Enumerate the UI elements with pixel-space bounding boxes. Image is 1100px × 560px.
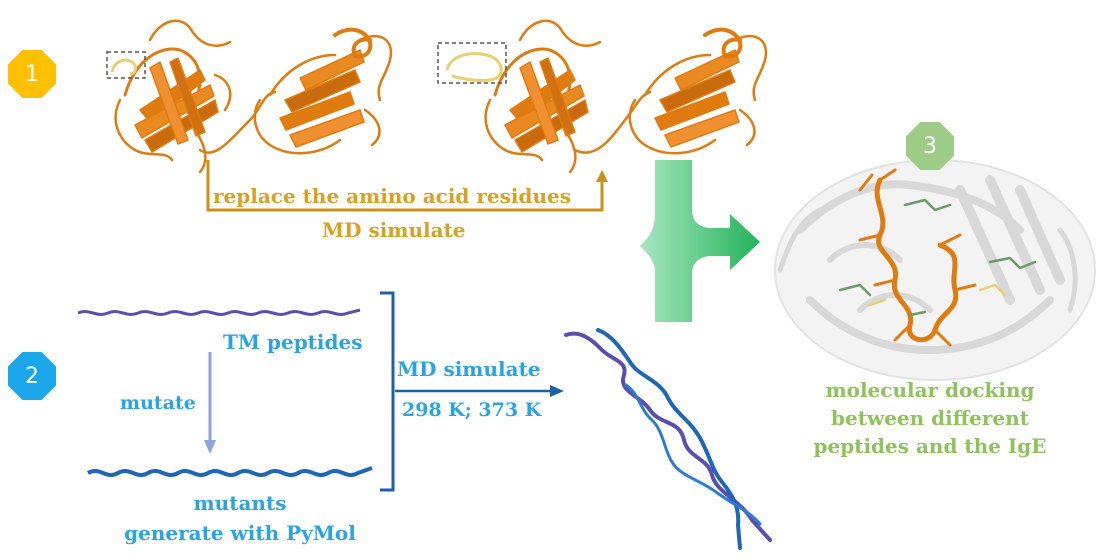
ige-structure (774, 159, 1096, 381)
step-3-number: 3 (923, 133, 937, 159)
protein-structure-modified (484, 19, 768, 174)
docked-peptide (838, 168, 1037, 347)
step1-arrow (206, 160, 608, 212)
step-1-badge: 1 (8, 50, 56, 98)
docking-line3: peptides and the IgE (813, 434, 1047, 458)
step2-bracket (380, 291, 395, 492)
tm-peptide (77, 308, 361, 316)
md-peptide-chains (564, 328, 772, 550)
docking-line1: molecular docking (825, 378, 1035, 402)
step-3-badge: 3 (906, 122, 954, 170)
step-2-number: 2 (25, 363, 39, 389)
replace-residues-label: replace the amino acid residues (213, 184, 572, 208)
docking-line2: between different (831, 406, 1029, 430)
mutants-line1: mutants (193, 491, 287, 515)
step-2-badge: 2 (8, 352, 56, 400)
temperature-label: 298 K; 373 K (402, 399, 542, 421)
merge-arrow (640, 160, 760, 322)
md-arrow-step2 (395, 385, 564, 397)
mutants-label: mutants generate with PyMol (110, 488, 370, 548)
step1-md-simulate-label: MD simulate (322, 218, 466, 242)
mutants-line2: generate with PyMol (124, 521, 356, 545)
loop-region-modified (437, 42, 507, 84)
tm-peptides-label: TM peptides (223, 330, 363, 354)
step-1-number: 1 (25, 61, 39, 87)
docking-label: molecular docking between different pept… (800, 376, 1060, 460)
mutate-arrow (204, 352, 216, 454)
protein-structure-original (114, 19, 393, 174)
mutant-peptide (86, 466, 373, 477)
mutate-label: mutate (120, 392, 196, 414)
loop-region-original (106, 51, 146, 79)
step2-md-simulate-label: MD simulate (397, 357, 541, 381)
